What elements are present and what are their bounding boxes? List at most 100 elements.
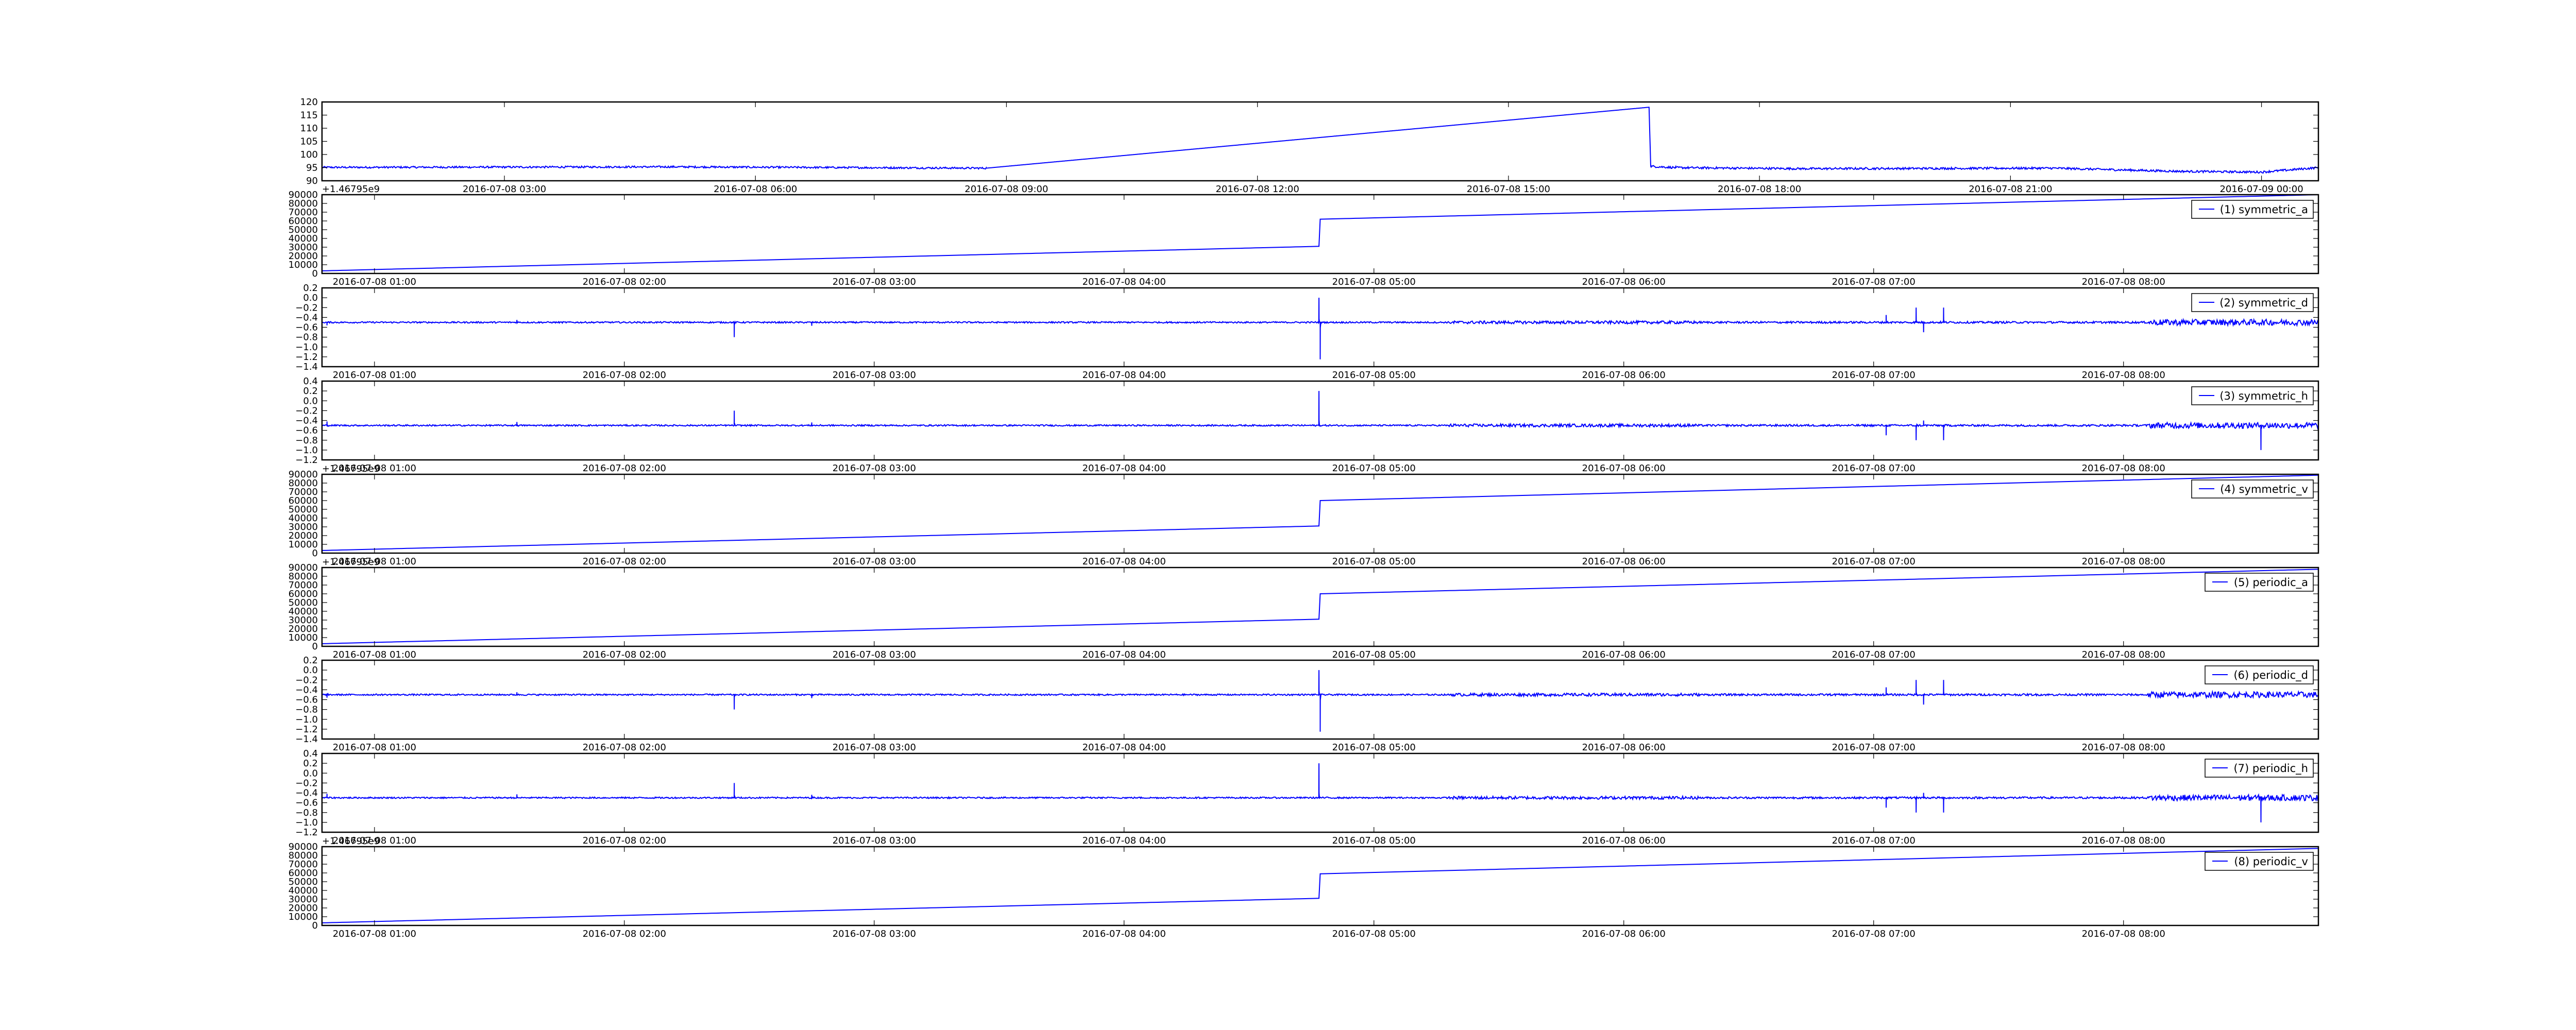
legend: (4) symmetric_v: [2191, 479, 2314, 499]
y-tick-label: −0.8: [295, 808, 318, 818]
x-tick-label: 2016-07-08 05:00: [1332, 463, 1416, 474]
legend: (3) symmetric_h: [2191, 386, 2314, 405]
y-tick-label: 110: [300, 123, 318, 134]
y-tick-label: 20000: [289, 530, 318, 541]
axes-frame: [321, 473, 2319, 554]
y-tick-label: −0.4: [295, 788, 318, 799]
x-tick-label: 2016-07-08 06:00: [1582, 929, 1666, 939]
y-tick-label: 120: [300, 97, 318, 108]
x-tick-label: 2016-07-08 08:00: [2082, 463, 2165, 474]
y-tick-label: 80000: [289, 571, 318, 582]
plot-area: [322, 847, 2318, 925]
y-tick-label: 90000: [289, 842, 318, 852]
y-tick-label: 0.0: [303, 768, 318, 779]
x-tick-label: 2016-07-08 04:00: [1082, 277, 1166, 287]
x-tick-label: 2016-07-08 05:00: [1332, 370, 1416, 381]
y-tick-label: 0.0: [303, 293, 318, 303]
y-tick-label: −1.2: [295, 724, 318, 735]
series-line: [322, 298, 2318, 359]
x-tick-label: 2016-07-08 01:00: [333, 556, 416, 567]
x-tick-label: 2016-07-08 08:00: [2082, 929, 2165, 939]
x-tick-label: 2016-07-08 07:00: [1832, 370, 1916, 381]
y-tick-label: 50000: [289, 504, 318, 515]
y-tick-label: 30000: [289, 615, 318, 626]
y-tick-label: 10000: [289, 632, 318, 643]
y-tick-label: −0.6: [295, 798, 318, 809]
y-tick-label: 20000: [289, 903, 318, 914]
y-tick-label: 50000: [289, 225, 318, 235]
y-tick-label: −1.2: [295, 827, 318, 838]
x-tick-label: 2016-07-08 01:00: [333, 463, 416, 474]
y-tick-label: 0.2: [303, 283, 318, 294]
y-tick-label: 90000: [289, 190, 318, 200]
y-tick-label: 90000: [289, 469, 318, 480]
x-tick-label: 2016-07-08 03:00: [833, 463, 916, 474]
y-tick-label: 10000: [289, 260, 318, 270]
legend: (7) periodic_h: [2205, 759, 2314, 778]
y-tick-label: 100: [300, 149, 318, 160]
y-tick-label: 20000: [289, 251, 318, 262]
x-tick-label: 2016-07-08 07:00: [1832, 649, 1916, 660]
x-tick-label: 2016-07-08 06:00: [1582, 463, 1666, 474]
axis-offset-text: +1.46795e9: [322, 836, 380, 847]
y-tick-label: 60000: [289, 495, 318, 506]
plot-area: [322, 195, 2318, 273]
x-tick-label: 2016-07-08 06:00: [1582, 556, 1666, 567]
x-tick-label: 2016-07-08 07:00: [1832, 835, 1916, 846]
legend: (6) periodic_d: [2205, 665, 2314, 684]
y-tick-label: −0.4: [295, 312, 318, 323]
x-tick-label: 2016-07-08 01:00: [333, 277, 416, 287]
x-tick-label: 2016-07-08 06:00: [1582, 835, 1666, 846]
x-tick-label: 2016-07-08 08:00: [2082, 277, 2165, 287]
plot-area: [322, 753, 2318, 832]
legend-label: (7) periodic_h: [2233, 762, 2308, 775]
y-tick-label: −1.4: [295, 362, 318, 372]
x-tick-label: 2016-07-08 08:00: [2082, 742, 2165, 753]
y-tick-label: −0.2: [295, 778, 318, 788]
y-tick-label: 70000: [289, 859, 318, 870]
legend-label: (6) periodic_d: [2233, 669, 2308, 682]
x-tick-label: 2016-07-08 03:00: [833, 370, 916, 381]
series-line: [322, 107, 2318, 174]
x-tick-label: 2016-07-08 02:00: [583, 742, 666, 753]
x-tick-label: 2016-07-08 03:00: [833, 556, 916, 567]
x-tick-label: 2016-07-08 02:00: [583, 463, 666, 474]
x-tick-label: 2016-07-08 06:00: [1582, 742, 1666, 753]
y-tick-label: −1.0: [295, 817, 318, 828]
x-tick-label: 2016-07-08 08:00: [2082, 649, 2165, 660]
legend: (1) symmetric_a: [2191, 200, 2314, 219]
x-tick-label: 2016-07-08 07:00: [1832, 742, 1916, 753]
y-tick-label: 80000: [289, 850, 318, 861]
y-tick-label: 30000: [289, 242, 318, 253]
axes-frame: [321, 846, 2319, 926]
legend: (5) periodic_a: [2205, 573, 2314, 592]
y-tick-label: 40000: [289, 606, 318, 617]
y-tick-label: 40000: [289, 885, 318, 896]
x-tick-label: 2016-07-08 03:00: [833, 649, 916, 660]
x-tick-label: 2016-07-08 08:00: [2082, 370, 2165, 381]
x-tick-label: 2016-07-08 01:00: [333, 929, 416, 939]
y-tick-label: 80000: [289, 478, 318, 489]
x-tick-label: 2016-07-08 07:00: [1832, 556, 1916, 567]
x-tick-label: 2016-07-08 03:00: [833, 742, 916, 753]
series-line: [322, 569, 2318, 644]
x-tick-label: 2016-07-08 04:00: [1082, 370, 1166, 381]
y-tick-label: 90: [306, 176, 318, 186]
plot-area: [322, 381, 2318, 460]
y-tick-label: −0.6: [295, 322, 318, 333]
y-tick-label: 10000: [289, 912, 318, 922]
x-tick-label: 2016-07-08 08:00: [2082, 556, 2165, 567]
x-tick-label: 2016-07-08 09:00: [964, 184, 1048, 195]
y-tick-label: −0.8: [295, 332, 318, 343]
y-tick-label: 40000: [289, 513, 318, 524]
x-tick-label: 2016-07-08 04:00: [1082, 835, 1166, 846]
x-tick-label: 2016-07-08 21:00: [1969, 184, 2052, 195]
x-tick-label: 2016-07-08 12:00: [1216, 184, 1299, 195]
y-tick-label: −0.4: [295, 684, 318, 695]
x-tick-label: 2016-07-08 04:00: [1082, 463, 1166, 474]
legend: (8) periodic_v: [2205, 852, 2314, 871]
y-tick-label: −0.4: [295, 416, 318, 426]
